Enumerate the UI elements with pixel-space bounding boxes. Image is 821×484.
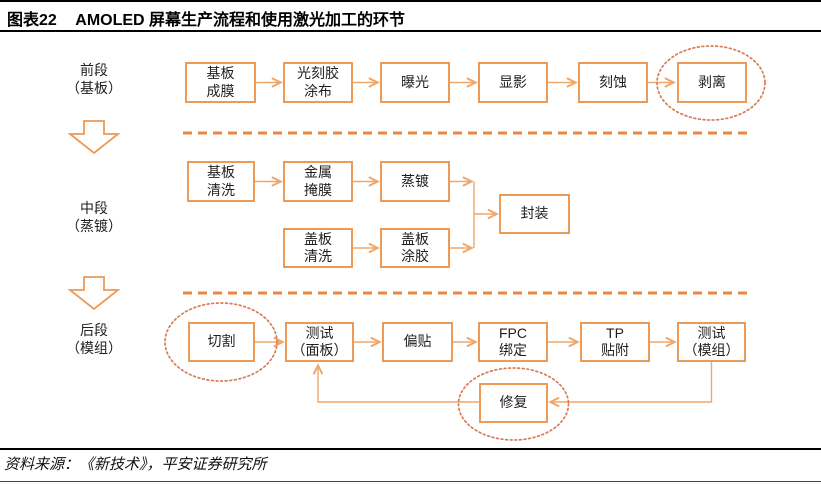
step-encapsulation: 封装 [499, 194, 570, 234]
feedback-arrow-to-repair [551, 362, 713, 402]
laser-highlight-ellipse [457, 367, 570, 441]
figure-number: 图表22 [7, 12, 57, 29]
figure-title: 图表22 AMOLED 屏幕生产流程和使用激光加工的环节 [7, 6, 405, 30]
laser-highlight-ellipse [656, 45, 766, 121]
stage-label-back: 后段 （模组） [66, 322, 122, 357]
step-fpc-bonding: FPC 绑定 [478, 322, 548, 362]
step-stripping: 剥离 [677, 62, 747, 103]
figure-title-text: AMOLED 屏幕生产流程和使用激光加工的环节 [75, 12, 406, 29]
top-rule [0, 0, 821, 2]
step-cover-cleaning: 盖板 清洗 [283, 228, 353, 268]
step-metal-mask: 金属 掩膜 [283, 161, 353, 202]
source-note: 资料来源：《新技术》，平安证券研究所 [4, 457, 267, 473]
step-tp-attach: TP 贴附 [580, 322, 650, 362]
step-cutting: 切割 [188, 322, 255, 362]
step-test-panel: 测试 （面板） [285, 322, 354, 362]
down-arrow-icon [67, 276, 121, 311]
step-developing: 显影 [478, 62, 548, 103]
step-photoresist-coating: 光刻胶 涂布 [283, 62, 353, 103]
stage-label-front: 前段 （基板） [66, 62, 122, 97]
title-underline [0, 30, 821, 32]
step-substrate-deposition: 基板 成膜 [185, 62, 256, 103]
step-test-module: 测试 （模组） [677, 322, 746, 362]
step-repair: 修复 [479, 383, 548, 423]
down-arrow-icon [67, 120, 121, 155]
step-lamination: 偏贴 [382, 322, 453, 362]
laser-highlight-ellipse [164, 302, 278, 382]
footer-rule [0, 448, 821, 450]
step-exposure: 曝光 [380, 62, 450, 103]
bottom-rule [0, 481, 821, 482]
step-etching: 刻蚀 [578, 62, 648, 103]
step-evaporation: 蒸镀 [380, 161, 450, 202]
feedback-arrow-to-panel-test [318, 366, 479, 403]
step-cover-gluing: 盖板 涂胶 [380, 228, 450, 268]
stage-label-middle: 中段 （蒸镀） [66, 200, 122, 235]
step-substrate-cleaning: 基板 清洗 [187, 161, 255, 202]
